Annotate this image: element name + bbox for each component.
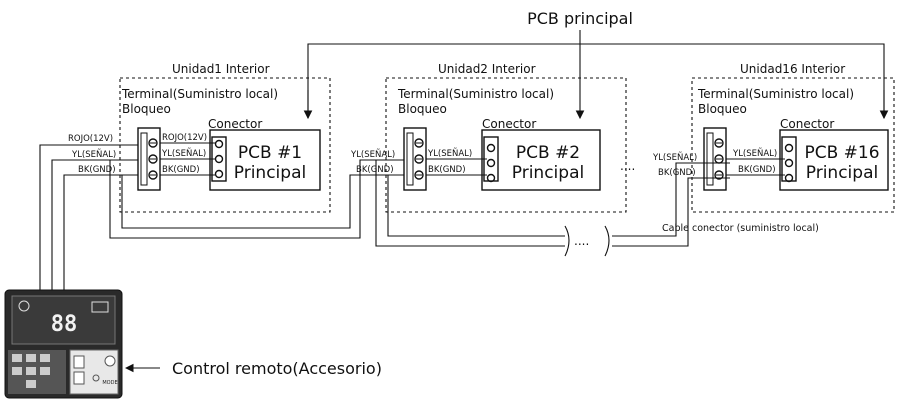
remote-button-5[interactable] (26, 367, 36, 375)
pcb-1-sublabel: Principal (234, 163, 306, 183)
units-ellipsis: .... (620, 159, 635, 173)
power-button[interactable] (104, 355, 116, 367)
pcb-2-sublabel: Principal (512, 163, 584, 183)
remote-button-7[interactable] (26, 380, 36, 388)
pcb-2-label: PCB #2 (516, 143, 580, 163)
unit-16-lock-label: Bloqueo (698, 102, 747, 116)
remote-button-1[interactable] (12, 354, 22, 362)
remote-button-2[interactable] (26, 354, 36, 362)
wire-label-yellow: YL(SEÑAL) (71, 149, 116, 160)
unit-16-in-yellow: YL(SEÑAL) (652, 152, 697, 163)
pcb-2 (481, 129, 601, 191)
remote-button-3[interactable] (40, 354, 50, 362)
unit-2-wire-black-inner: BK(GND) (428, 165, 466, 175)
pcb-16-label: PCB #16 (804, 143, 879, 163)
pcb-principal-title: PCB principal (527, 9, 633, 28)
unit-1-wire-black-inner: BK(GND) (162, 165, 200, 175)
wire-label-black: BK(GND) (78, 165, 116, 175)
unit-1-title: Unidad1 Interior (172, 62, 270, 76)
wire-label-red: ROJO(12V) (68, 134, 113, 144)
unit-2-wire-yellow-inner: YL(SEÑAL) (427, 148, 472, 159)
unit-2-connector-label: Conector (482, 117, 536, 131)
remote-controller: 88 MODE (4, 289, 123, 399)
cable-connector-label: Cable conector (suministro local) (662, 223, 819, 234)
temp-down-button[interactable] (73, 371, 85, 385)
unit-1-wire-red-inner: ROJO(12V) (162, 133, 207, 143)
indoor-unit-16: Unidad16 Interior Terminal(Suministro lo… (691, 62, 895, 213)
unit-1-connector-label: Conector (208, 117, 262, 131)
indicator-icon (91, 301, 109, 313)
unit-1-lock-label: Bloqueo (122, 102, 171, 116)
pcb-1 (209, 129, 321, 191)
remote-button-6[interactable] (40, 367, 50, 375)
unit-2-in-black: BK(GND) (356, 165, 394, 175)
unit-16-connector-label: Conector (780, 117, 834, 131)
unit-2-in-yellow: YL(SEÑAL) (350, 149, 395, 160)
unit-16-wire-yellow-inner: YL(SEÑAL) (732, 148, 777, 159)
unit-2-boundary (385, 77, 627, 213)
center-button[interactable] (92, 374, 100, 382)
unit-16-terminal-label: Terminal(Suministro local) (697, 87, 854, 101)
unit-16-title: Unidad16 Interior (740, 62, 845, 76)
remote-button-4[interactable] (12, 367, 22, 375)
unit-16-terminal-block (703, 127, 727, 191)
pcb-1-label: PCB #1 (238, 143, 302, 163)
unit-2-title: Unidad2 Interior (438, 62, 536, 76)
remote-display (11, 295, 116, 345)
chain-cable-1-2: YL(SEÑAL) BK(GND) (109, 149, 400, 239)
cable-ellipsis: .... (574, 234, 589, 248)
remote-display-digits: 88 (51, 312, 78, 337)
temp-up-button[interactable] (73, 355, 85, 369)
unit-2-lock-label: Bloqueo (398, 102, 447, 116)
unit-2-terminal-label: Terminal(Suministro local) (397, 87, 554, 101)
unit-1-wire-yellow-inner: YL(SEÑAL) (161, 148, 206, 159)
indoor-unit-1: Unidad1 Interior Terminal(Suministro loc… (119, 62, 331, 213)
unit-16-wire-black-inner: BK(GND) (738, 165, 776, 175)
remote-label: Control remoto(Accesorio) (172, 359, 382, 378)
pcb-16 (779, 129, 889, 191)
mode-button[interactable]: MODE (102, 380, 117, 386)
remote-wires: ROJO(12V) YL(SEÑAL) BK(GND) (39, 134, 138, 290)
chain-cable-2-16: .... YL(SEÑAL) BK(GND) (375, 152, 730, 257)
unit-16-in-black: BK(GND) (658, 168, 696, 178)
unit-2-terminal-block (403, 127, 427, 191)
indoor-unit-2: Unidad2 Interior Terminal(Suministro loc… (385, 62, 627, 213)
sun-icon (18, 300, 30, 312)
unit-1-terminal-block (137, 127, 161, 191)
pcb-bus-line (307, 43, 885, 118)
pcb-16-sublabel: Principal (806, 163, 878, 183)
unit-1-terminal-label: Terminal(Suministro local) (121, 87, 278, 101)
